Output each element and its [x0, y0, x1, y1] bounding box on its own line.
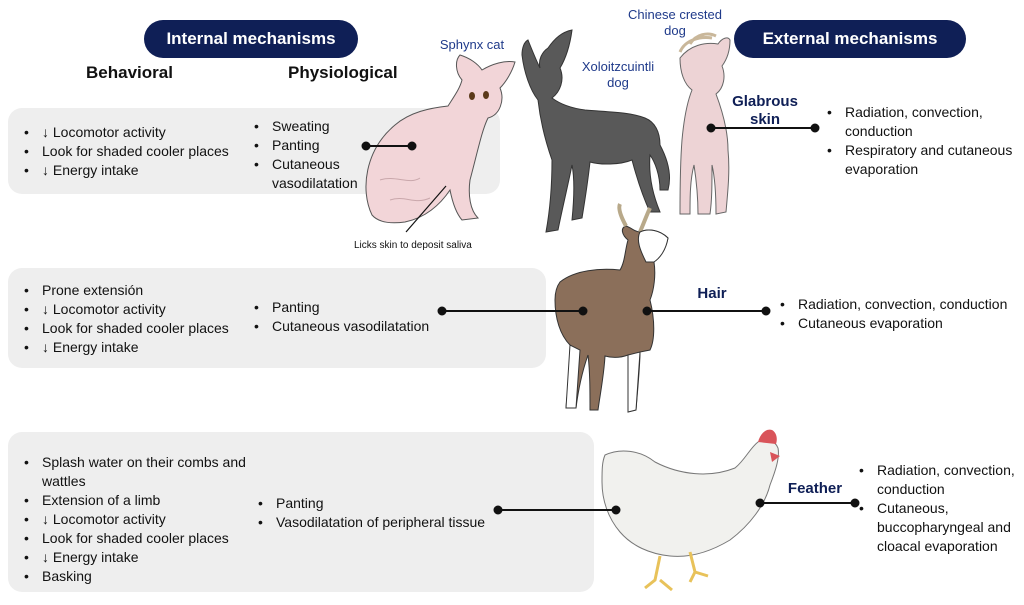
row1-physiological-list: Sweating Panting Cutaneous vasodilatatio… — [252, 117, 367, 193]
row2-external-list: Radiation, convection, conduction Cutane… — [778, 295, 1018, 333]
list-item: Radiation, convection, conduction — [778, 295, 1018, 314]
list-item: ↓ Locomotor activity — [22, 123, 262, 142]
list-item: Splash water on their combs and wattles — [22, 453, 262, 491]
list-item: ↓ Energy intake — [22, 548, 262, 567]
behavioral-header: Behavioral — [86, 63, 173, 82]
list-item: Cutaneous vasodilatation — [252, 155, 367, 193]
list-item: ↓ Energy intake — [22, 338, 262, 357]
xoloitzcuintli-dog-label: Xoloitzcuintli dog — [581, 59, 655, 90]
list-item: Radiation, convection, conduction — [857, 461, 1022, 499]
hen-image — [601, 429, 780, 592]
list-item: Cutaneous evaporation — [778, 314, 1018, 333]
list-item: Vasodilatation of peripheral tissue — [256, 513, 506, 532]
feather-label: Feather — [787, 480, 843, 497]
row2-behavioral-list: Prone extensión ↓ Locomotor activity Loo… — [22, 281, 262, 357]
list-item: Respiratory and cutaneous evaporation — [825, 141, 1015, 179]
external-mechanisms-header: External mechanisms — [734, 20, 966, 58]
list-item: Panting — [256, 494, 506, 513]
row3-external-list: Radiation, convection, conduction Cutane… — [857, 461, 1022, 556]
physiological-header: Physiological — [288, 63, 398, 82]
row1-behavioral-list: ↓ Locomotor activity Look for shaded coo… — [22, 123, 262, 180]
list-item: Sweating — [252, 117, 367, 136]
list-item: Panting — [252, 298, 442, 317]
list-item: ↓ Locomotor activity — [22, 300, 262, 319]
list-item: ↓ Energy intake — [22, 161, 262, 180]
goat-image — [554, 203, 669, 413]
list-item: Panting — [252, 136, 367, 155]
glabrous-skin-label: Glabrous skin — [732, 93, 798, 128]
list-item: Prone extensión — [22, 281, 262, 300]
licks-skin-note: Licks skin to deposit saliva — [354, 240, 472, 251]
chinese-crested-dog-label: Chinese crested dog — [628, 7, 722, 38]
list-item: Cutaneous vasodilatation — [252, 317, 442, 336]
row3-behavioral-list: Splash water on their combs and wattles … — [22, 453, 262, 586]
list-item: Look for shaded cooler places — [22, 529, 262, 548]
sphynx-cat-image — [365, 54, 516, 224]
row3-physiological-list: Panting Vasodilatation of peripheral tis… — [256, 494, 506, 532]
list-item: Basking — [22, 567, 262, 586]
sphynx-cat-label: Sphynx cat — [439, 37, 505, 52]
row2-physiological-list: Panting Cutaneous vasodilatation — [252, 298, 442, 336]
chinese-crested-dog-image — [678, 32, 731, 215]
list-item: Look for shaded cooler places — [22, 319, 262, 338]
row1-external-list: Radiation, convection, conduction Respir… — [825, 103, 1015, 179]
hair-label: Hair — [697, 285, 727, 302]
list-item: Look for shaded cooler places — [22, 142, 262, 161]
list-item: Extension of a limb — [22, 491, 262, 510]
list-item: Radiation, convection, conduction — [825, 103, 1015, 141]
list-item: Cutaneous, buccopharyngeal and cloacal e… — [857, 499, 1022, 556]
internal-mechanisms-header: Internal mechanisms — [144, 20, 358, 58]
xoloitzcuintli-dog-image — [521, 29, 671, 233]
list-item: ↓ Locomotor activity — [22, 510, 262, 529]
